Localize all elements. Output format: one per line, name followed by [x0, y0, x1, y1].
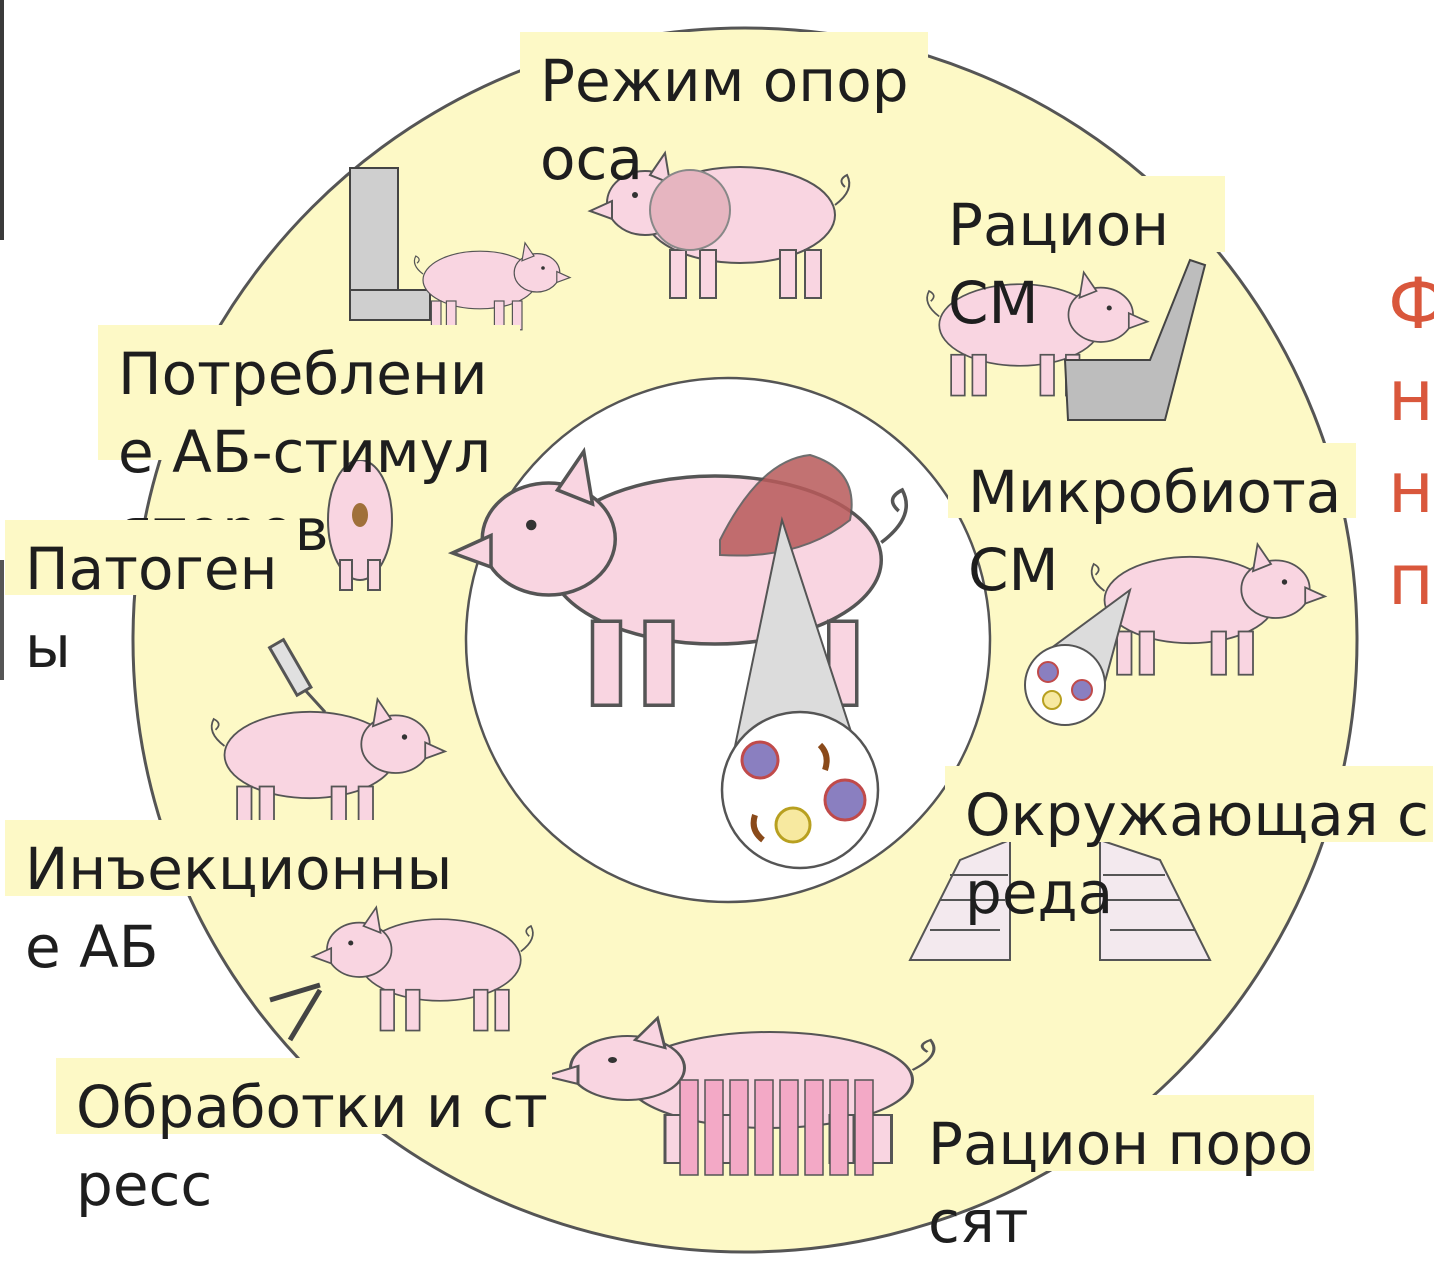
- side-letter: н: [1388, 442, 1434, 534]
- label-sow-diet: Рацион СМ: [928, 176, 1225, 252]
- label-farrowing: Режим опороса: [520, 32, 928, 106]
- label-piglet-diet: Рацион поросят: [908, 1095, 1314, 1171]
- label-injectable-ab: Инъекционные АБ: [5, 820, 483, 896]
- label-sow-microbiota: Микробиота СМ: [948, 443, 1356, 518]
- side-letter: н: [1388, 350, 1434, 442]
- side-heading: Ф н н п: [1388, 258, 1434, 626]
- label-ab-consumption: Потребление АБ-стимуляторов: [98, 325, 520, 460]
- side-letter: Ф: [1388, 258, 1434, 350]
- label-handling-stress: Обработки и стресс: [56, 1058, 552, 1134]
- feeder-icon: [350, 168, 398, 298]
- side-letter: п: [1388, 534, 1434, 626]
- label-pathogens: Патогены: [5, 520, 300, 595]
- label-environment: Окружающая среда: [945, 766, 1433, 842]
